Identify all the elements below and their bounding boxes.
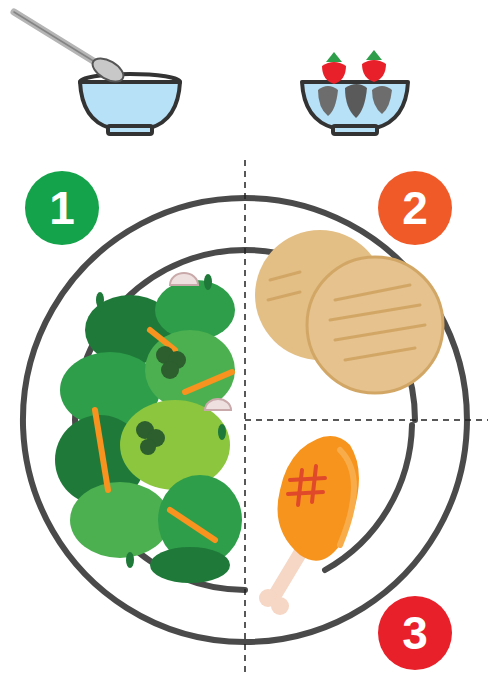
- fruit-bowl: [302, 50, 408, 134]
- salad: [55, 273, 242, 583]
- tortillas: [255, 230, 443, 393]
- callout-number: 3: [378, 596, 452, 670]
- callout-discs: [25, 171, 452, 670]
- callout-number: 1: [25, 171, 99, 245]
- chicken-drumstick: [259, 436, 359, 615]
- divider-lines: [245, 160, 488, 676]
- callout-number: 2: [378, 171, 452, 245]
- yogurt-bowl: [14, 12, 180, 134]
